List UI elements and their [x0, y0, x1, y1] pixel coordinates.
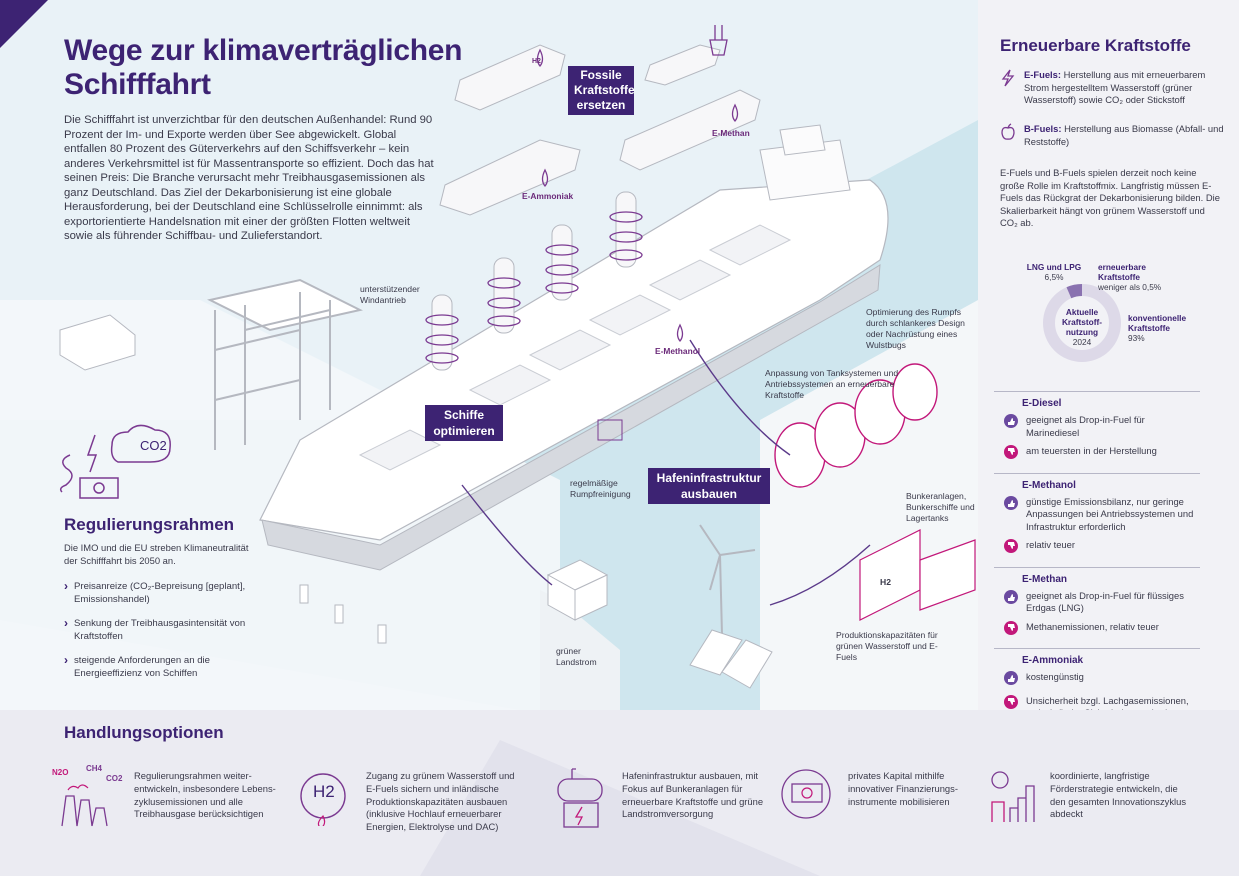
- option-3: Hafeninfrastruktur ausbauen, mit Fokus a…: [622, 770, 764, 820]
- regulation-section: Regulierungsrahmen Die IMO und die EU st…: [64, 515, 254, 680]
- label-shore-power: grüner Landstrom: [556, 646, 597, 667]
- option-5: koordinierte, langfristige Förderstrateg…: [1050, 770, 1187, 820]
- corner-marker: [0, 0, 48, 48]
- tag-optimize-ships: Schiffe optimieren: [425, 405, 503, 441]
- tank-h2-label: H2: [880, 577, 891, 587]
- co2-bottom-label: CO2: [106, 774, 123, 783]
- solar-panels: [689, 629, 773, 689]
- title-line-1: Wege zur klimaverträglichen: [64, 34, 463, 67]
- n2o-label: N2O: [52, 768, 69, 777]
- storage-tanks: [774, 363, 938, 488]
- fuel-label-h2: H2: [532, 58, 541, 65]
- label-production: Produktionskapazitäten für grünen Wasser…: [836, 630, 938, 662]
- option-1: Regulierungsrahmen weiter­entwickeln, in…: [134, 770, 276, 820]
- regulation-bullet-1: Preisanreize (CO₂-Bepreisung [geplant], …: [64, 580, 254, 606]
- thumbs-down-icon: [1004, 620, 1018, 639]
- thumbs-up-icon: [1004, 495, 1018, 514]
- fuel-label-methan: E-Methan: [712, 128, 750, 138]
- title-line-2: Schifffahrt: [64, 68, 211, 101]
- regulation-bullet-3: steigende Anforderungen an die Energieef…: [64, 654, 254, 680]
- label-tank-adaptation: Anpassung von Tanksystemen und Antriebss…: [765, 368, 899, 400]
- thumbs-up-icon: [1004, 589, 1018, 608]
- fuel-comparison: E-Diesel geeignet als Drop-in-Fuel für M…: [994, 391, 1200, 742]
- option-4: privates Kapital mithilfe innovativer Fi…: [848, 770, 958, 807]
- bottom-decor: [420, 740, 820, 876]
- thumbs-up-icon: [1004, 671, 1018, 689]
- donut-segment-lng: [1043, 284, 1121, 362]
- efuels-def: Herstellung aus mit erneuerbarem Strom h…: [1024, 69, 1206, 105]
- tag-port-infrastructure: Hafeninfrastruktur ausbauen: [648, 468, 770, 504]
- intro-text: Die Schifffahrt ist unverzichtbar für de…: [64, 114, 434, 242]
- apple-icon: [1000, 123, 1016, 146]
- tag-fossil-fuels: Fossile Kraftstoffe ersetzen: [568, 66, 635, 115]
- lightning-icon: [1000, 69, 1016, 92]
- factory-emissions-icon: N2O CH4 CO2: [52, 764, 124, 828]
- fuel-block-emethan: E-Methan geeignet als Drop-in-Fuel für f…: [994, 568, 1200, 649]
- fuel-label-ammoniak: E-Ammoniak: [522, 191, 574, 201]
- bfuels-term: B-Fuels:: [1024, 123, 1062, 134]
- fuel-block-emethanol: E-Methanol günstige Emissionsbilanz, nur…: [994, 474, 1200, 567]
- option-2: Zugang zu grünem Wasserstoff und E-Fuels…: [366, 770, 515, 833]
- thumbs-up-icon: [1004, 414, 1018, 432]
- label-hull-optimization: Optimierung des Rumpfs durch schlankeres…: [866, 307, 965, 350]
- fuel-usage-donut: [1043, 284, 1121, 362]
- bfuels-def: Herstellung aus Biomasse (Abfall- und Re…: [1024, 123, 1224, 147]
- thumbs-down-icon: [1004, 445, 1018, 463]
- label-wind: unterstützender Windantrieb: [360, 284, 420, 305]
- shore-power-box: [546, 559, 609, 621]
- finance-cycle-icon: [778, 766, 838, 822]
- h2-label: H2: [313, 782, 335, 801]
- regulation-text: Die IMO und die EU streben Klima­neutral…: [64, 542, 249, 566]
- ship-bridge: [759, 124, 851, 201]
- rotor-sails: [431, 191, 637, 371]
- wind-turbine: [699, 524, 756, 636]
- shore-power-icon: [552, 765, 610, 831]
- funding-strategy-icon: [988, 766, 1042, 826]
- co2-label: CO2: [140, 438, 167, 453]
- options-title: Handlungsoptionen: [64, 723, 224, 742]
- label-hull-cleaning: regelmäßige Rumpfreinigung: [570, 478, 631, 499]
- renewable-paragraph: E-Fuels und B-Fuels spielen derzeit noch…: [1000, 167, 1220, 228]
- fuel-label-methanol: E-Methanol: [655, 346, 701, 356]
- thumbs-down-icon: [1004, 694, 1018, 713]
- regulation-bullet-2: Senkung der Treibhausgasintensität von K…: [64, 617, 254, 643]
- efuels-term: E-Fuels:: [1024, 69, 1061, 80]
- donut-year: 2024: [1072, 337, 1092, 347]
- thumbs-down-icon: [1004, 539, 1018, 557]
- port-crane: [207, 278, 363, 450]
- action-options: Handlungsoptionen N2O CH4 CO2 Regulierun…: [0, 710, 1239, 876]
- renewable-fuels-panel: Erneuerbare Kraftstoffe E-Fuels: Herstel…: [978, 0, 1239, 731]
- label-bunker: Bunkeranlagen, Bunkerschiffe und Lagerta…: [906, 491, 975, 523]
- right-title: Erneuerbare Kraftstoffe: [1000, 36, 1191, 55]
- hydrogen-icon: H2: [297, 770, 353, 829]
- ch4-label: CH4: [86, 764, 103, 773]
- fuel-block-ediesel: E-Diesel geeignet als Drop-in-Fuel für M…: [994, 392, 1200, 473]
- plug-icon: [709, 25, 728, 56]
- regulation-title: Regulierungsrahmen: [64, 515, 235, 534]
- regulation-icons: [59, 424, 171, 499]
